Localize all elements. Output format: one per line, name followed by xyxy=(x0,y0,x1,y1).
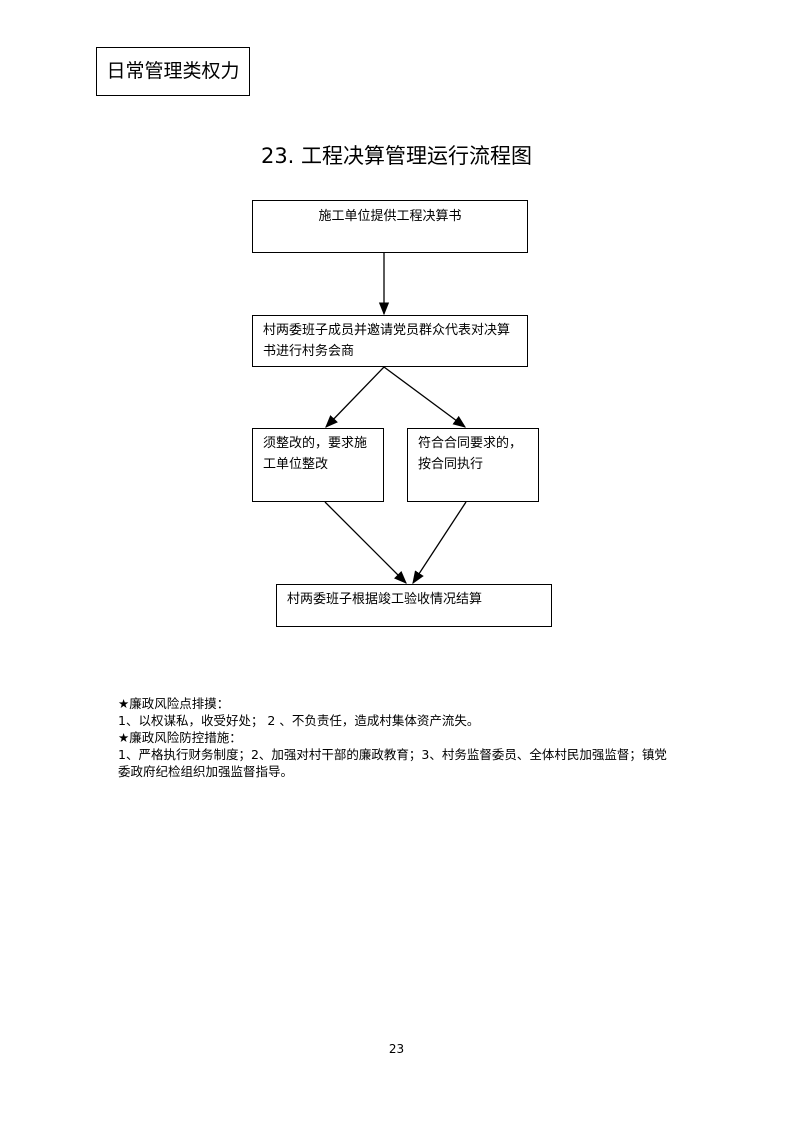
control-heading: ★廉政风险防控措施： xyxy=(118,730,242,745)
flow-step-4: 村两委班子根据竣工验收情况结算 xyxy=(276,584,552,627)
flow-step-3b: 符合合同要求的，按合同执行 xyxy=(407,428,539,502)
arrow-2-3b xyxy=(383,366,467,428)
arrow-3a-4 xyxy=(324,501,407,584)
category-label: 日常管理类权力 xyxy=(96,47,250,96)
risk-text: 1、以权谋私，收受好处； 2 、不负责任，造成村集体资产流失。 xyxy=(118,713,480,728)
page-title: 23. 工程决算管理运行流程图 xyxy=(260,144,533,168)
arrow-3b-4 xyxy=(412,501,467,585)
page-number: 23 xyxy=(388,1042,405,1056)
control-text: 1、严格执行财务制度；2、加强对村干部的廉政教育；3、村务监督委员、全体村民加强… xyxy=(118,747,667,779)
flow-step-3a: 须整改的，要求施工单位整改 xyxy=(252,428,384,502)
risk-heading: ★廉政风险点排摸： xyxy=(118,696,230,711)
flow-step-2: 村两委班子成员并邀请党员群众代表对决算书进行村务会商 xyxy=(252,315,528,367)
arrow-2-3a xyxy=(325,366,385,428)
flow-step-1: 施工单位提供工程决算书 xyxy=(252,200,528,253)
notes: ★廉政风险点排摸： 1、以权谋私，收受好处； 2 、不负责任，造成村集体资产流失… xyxy=(118,695,678,780)
